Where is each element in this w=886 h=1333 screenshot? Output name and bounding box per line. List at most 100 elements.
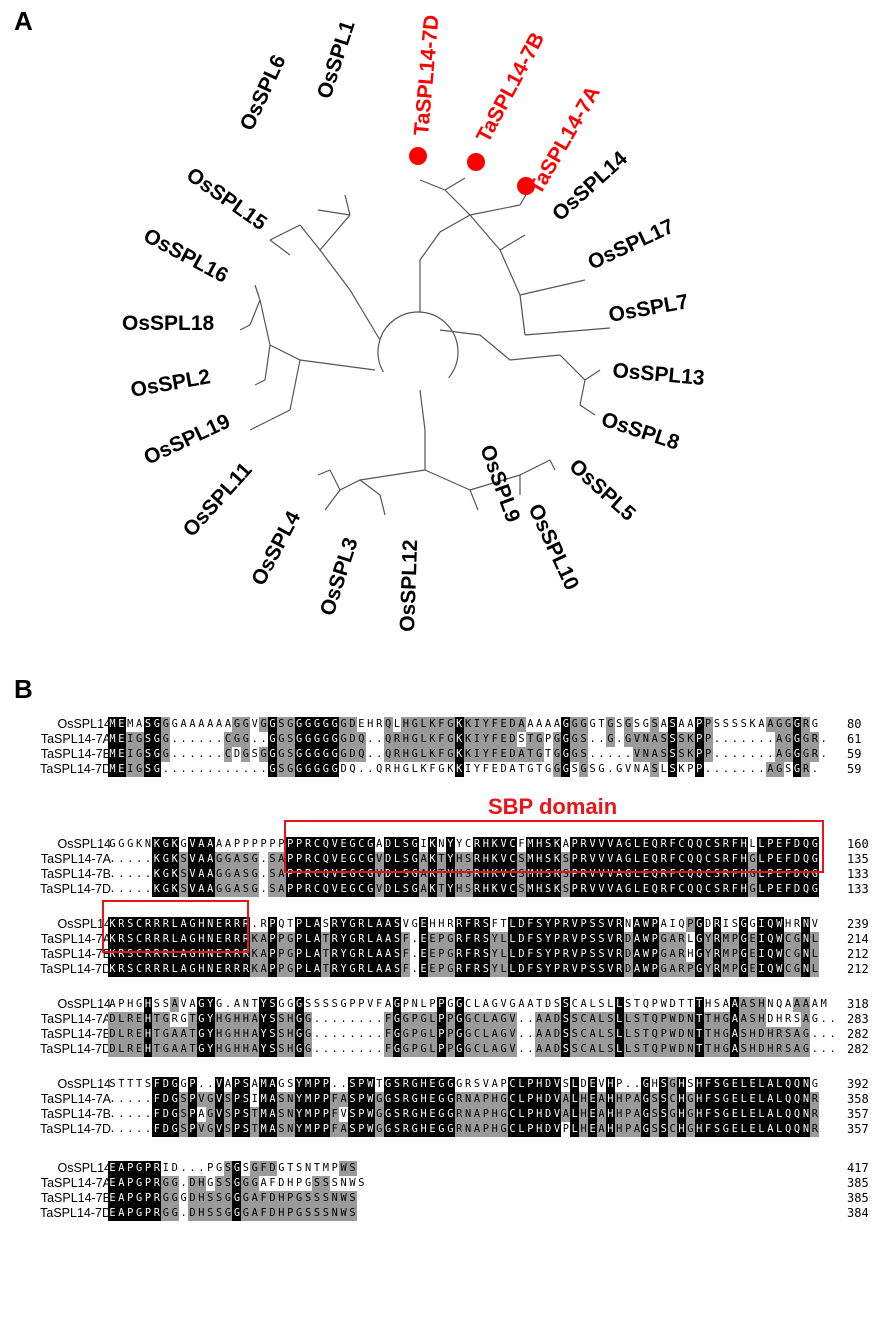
- sequence-name: TaSPL14-7D: [40, 1206, 111, 1220]
- highlight-dot-0: [409, 147, 427, 165]
- sequence-name: TaSPL14-7A: [40, 852, 111, 866]
- sequence-name: TaSPL14-7B: [40, 867, 111, 881]
- tree-label-osspl16: OsSPL16: [140, 224, 232, 288]
- residue-count: 283: [847, 1012, 869, 1026]
- sequence-name: TaSPL14-7B: [40, 947, 111, 961]
- tree-label-osspl9: OsSPL9: [475, 442, 524, 526]
- tree-label-osspl17: OsSPL17: [584, 215, 677, 275]
- sequence-name: TaSPL14-7B: [40, 747, 111, 761]
- sequence-name: OsSPL14: [57, 837, 111, 851]
- tree-label-osspl7: OsSPL7: [607, 290, 690, 327]
- highlight-dot-1: [467, 153, 485, 171]
- tree-label-osspl11: OsSPL11: [179, 458, 257, 541]
- residue-count: 59: [847, 747, 862, 761]
- sequence-name: TaSPL14-7D: [40, 962, 111, 976]
- sequence-name: TaSPL14-7B: [40, 1107, 111, 1121]
- highlight-dot-2: [517, 177, 535, 195]
- tree-label-taspl14-7b: TaSPL14-7B: [472, 29, 549, 147]
- residue-count: 133: [847, 882, 869, 896]
- residue-count: 392: [847, 1077, 869, 1091]
- residue-count: 160: [847, 837, 869, 851]
- residue-count: 59: [847, 762, 862, 776]
- sequence-name: OsSPL14: [57, 1161, 111, 1175]
- residue-count: 61: [847, 732, 862, 746]
- sequence-name: OsSPL14: [57, 917, 111, 931]
- residue-count: 135: [847, 852, 869, 866]
- sequence-name: TaSPL14-7B: [40, 1191, 111, 1205]
- residue-count: 282: [847, 1027, 869, 1041]
- sequence-name: TaSPL14-7A: [40, 732, 111, 746]
- tree-label-osspl13: OsSPL13: [612, 359, 706, 390]
- sequence-name: TaSPL14-7A: [40, 1092, 111, 1106]
- sequence-name: TaSPL14-7B: [40, 1027, 111, 1041]
- sequence-name: OsSPL14: [57, 997, 111, 1011]
- tree-label-osspl1: OsSPL1: [313, 18, 360, 102]
- residue-count: 385: [847, 1176, 869, 1190]
- tree-label-osspl15: OsSPL15: [182, 163, 271, 235]
- sequence-name: TaSPL14-7A: [40, 1012, 111, 1026]
- sequence-name: TaSPL14-7A: [40, 1176, 111, 1190]
- sequence-name: OsSPL14: [57, 717, 111, 731]
- residue-count: 358: [847, 1092, 869, 1106]
- residue-count: 239: [847, 917, 869, 931]
- phylogenetic-tree: OsSPL1OsSPL6OsSPL15OsSPL16OsSPL18OsSPL2O…: [122, 14, 706, 632]
- sequence-name: TaSPL14-7D: [40, 1042, 111, 1056]
- tree-label-osspl2: OsSPL2: [129, 365, 212, 402]
- residue-count: 357: [847, 1122, 869, 1136]
- residue-count: 80: [847, 717, 862, 731]
- sequence-name: OsSPL14: [57, 1077, 111, 1091]
- tree-label-osspl3: OsSPL3: [316, 535, 363, 619]
- sbp-domain-label: SBP domain: [488, 794, 618, 819]
- tree-label-taspl14-7d: TaSPL14-7D: [410, 14, 443, 137]
- tree-label-osspl19: OsSPL19: [140, 410, 233, 470]
- tree-label-osspl6: OsSPL6: [236, 51, 291, 134]
- residue-count: 212: [847, 962, 869, 976]
- residue-count: 318: [847, 997, 869, 1011]
- residue-count: 417: [847, 1161, 869, 1175]
- sequence-name: TaSPL14-7D: [40, 882, 111, 896]
- residue-count: 212: [847, 947, 869, 961]
- residue-count: 133: [847, 867, 869, 881]
